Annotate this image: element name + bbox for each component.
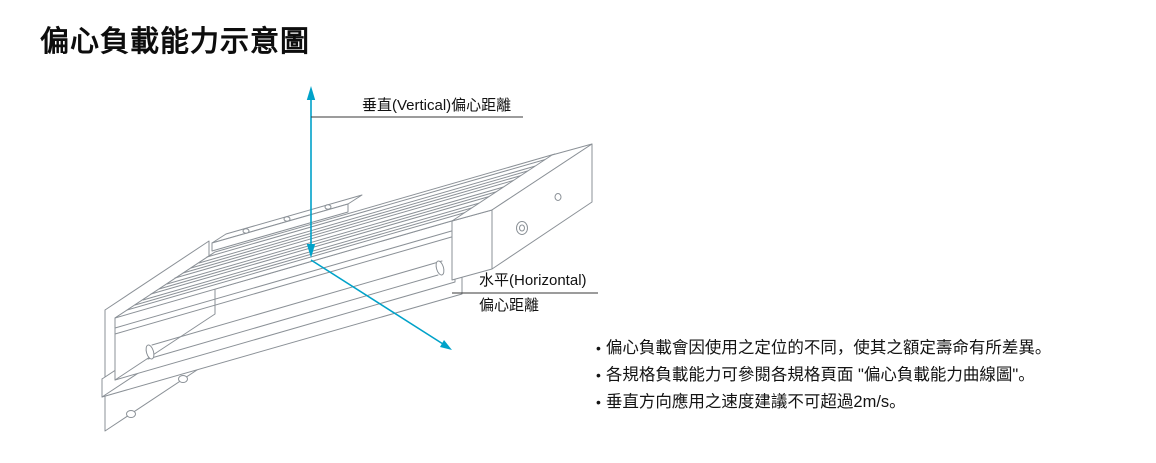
- note-text: 垂直方向應用之速度建議不可超過2m/s。: [605, 393, 906, 411]
- note-item: • 垂直方向應用之速度建議不可超過2m/s。: [596, 392, 1141, 412]
- horizontal-offset-label-line1: 水平(Horizontal): [479, 272, 587, 289]
- bullet-icon: •: [596, 340, 601, 356]
- ballscrew-end: [435, 260, 445, 276]
- vertical-offset-label: 垂直(Vertical)偏心距離: [362, 97, 512, 114]
- stage-drawing: [101, 143, 593, 432]
- ballscrew-top-edge: [151, 260, 443, 346]
- bullet-icon: •: [596, 394, 601, 410]
- leader-lines: [311, 116, 598, 294]
- horizontal-arrow-line: [310, 259, 444, 345]
- note-text: 各規格負載能力可參閱各規格頁面 "偏心負載能力曲線圖"。: [605, 366, 1035, 384]
- horizontal-arrow-head-icon: [440, 340, 452, 350]
- horizontal-offset-label-line2: 偏心距離: [479, 297, 540, 314]
- page-title: 偏心負載能力示意圖: [40, 26, 311, 58]
- dimension-arrows: [306, 86, 452, 350]
- end-block-hole-inner: [519, 224, 525, 232]
- ballscrew-bottom-edge: [147, 274, 439, 360]
- ballscrew-end: [145, 344, 155, 360]
- end-block-hole-small: [554, 193, 562, 201]
- notes-list: • 偏心負載會因使用之定位的不同，使其之額定壽命有所差異。 • 各規格負載能力可…: [596, 338, 1141, 419]
- rail-hole: [283, 216, 291, 222]
- note-item: • 偏心負載會因使用之定位的不同，使其之額定壽命有所差異。: [596, 338, 1141, 358]
- rail-hole: [242, 228, 250, 234]
- plate-hole: [178, 375, 188, 383]
- bullet-icon: •: [596, 367, 601, 383]
- plate-hole: [126, 410, 136, 418]
- vertical-arrow-head-up-icon: [306, 86, 316, 100]
- rail-hole: [324, 204, 332, 210]
- end-block-front: [451, 209, 493, 281]
- end-block-right: [491, 143, 593, 270]
- stage-diagram: [101, 86, 598, 432]
- note-text: 偏心負載會因使用之定位的不同，使其之額定壽命有所差異。: [605, 339, 1052, 357]
- note-item: • 各規格負載能力可參閱各規格頁面 "偏心負載能力曲線圖"。: [596, 365, 1141, 385]
- guide-rail-front: [211, 203, 349, 252]
- vertical-arrow-head-down-icon: [306, 244, 316, 258]
